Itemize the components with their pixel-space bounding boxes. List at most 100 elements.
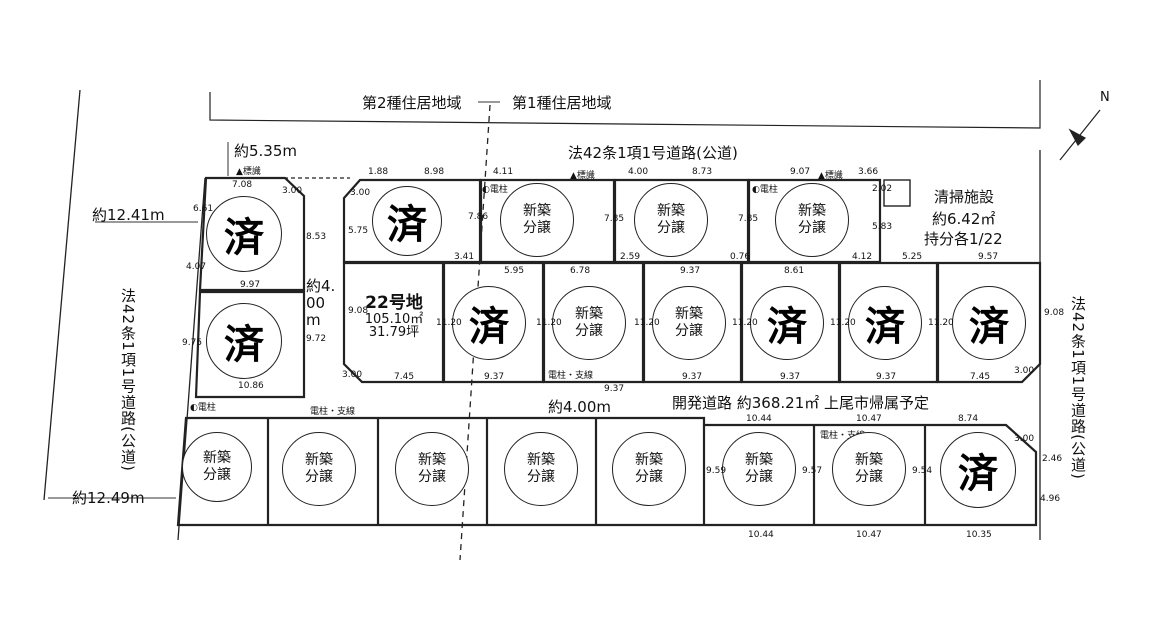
dim-label: 6.78 <box>570 266 591 276</box>
lot-status[interactable]: 済 <box>952 286 1026 360</box>
dim-label: 7.85 <box>738 214 759 224</box>
east-road-label: 法42条1項1号道路(公道) <box>1069 296 1087 480</box>
dim-label: 10.47 <box>856 414 882 424</box>
side-road-width: 約4.00m <box>306 277 336 329</box>
dim-label: 11.20 <box>436 318 462 328</box>
dim-label: 5.25 <box>902 252 923 262</box>
dim-label: 3.00 <box>342 370 363 380</box>
lot-status[interactable]: 新築 分譲 <box>395 432 469 506</box>
dim-label: 4.96 <box>1040 494 1061 504</box>
dim-label: 4.00 <box>628 167 649 177</box>
lot-status[interactable]: 済 <box>372 186 442 256</box>
lot-status[interactable]: 済 <box>940 432 1016 508</box>
pole-marker: ◐電柱 <box>190 403 216 413</box>
dim-label: 7.85 <box>604 214 625 224</box>
lot-status-text: 新築 分譲 <box>527 452 555 485</box>
dim-label: 5.95 <box>504 266 525 276</box>
dim-label: 9.54 <box>912 466 933 476</box>
dim-label: 9.37 <box>682 372 703 382</box>
dim-label: 9.57 <box>802 466 823 476</box>
pole-marker: ◐電柱 <box>482 185 508 195</box>
lot-status-text: 新築 分譲 <box>657 203 685 236</box>
dim-label: 11.20 <box>928 318 954 328</box>
dim-label: 0.76 <box>730 252 751 262</box>
dim-label: 2.02 <box>872 184 893 194</box>
lot-status-text: 済 <box>958 451 998 497</box>
dim-label: 9.08 <box>1044 308 1065 318</box>
lot-status[interactable]: 済 <box>206 196 282 272</box>
lot-status[interactable]: 新築 分譲 <box>504 432 578 506</box>
lot-status[interactable]: 新築 分譲 <box>500 183 574 257</box>
lot-status[interactable]: 済 <box>206 303 282 379</box>
lot-22-name: 22号地 <box>365 293 423 313</box>
dim-label: 3.00 <box>350 188 371 198</box>
lot-status[interactable]: 新築 分譲 <box>282 432 356 506</box>
lot-status[interactable]: 新築 分譲 <box>634 183 708 257</box>
pole-branch-marker: 電柱・支線 <box>310 407 356 417</box>
lot-status-text: 済 <box>224 322 264 368</box>
lot-status[interactable]: 新築 分譲 <box>552 286 626 360</box>
lot-status[interactable]: 新築 分譲 <box>652 286 726 360</box>
dim-label: 9.37 <box>484 372 505 382</box>
dim-label: 10.44 <box>748 530 774 540</box>
dim-label: 6.61 <box>193 204 214 214</box>
facility-share: 持分各1/22 <box>924 230 1003 248</box>
dim-label: 8.98 <box>424 167 445 177</box>
lot-status[interactable]: 新築 分譲 <box>832 432 906 506</box>
lot-status-text: 新築 分譲 <box>745 452 773 485</box>
lot-status[interactable]: 新築 分譲 <box>182 432 252 502</box>
dim-label: 2.46 <box>1042 454 1063 464</box>
dim-label: 11.20 <box>732 318 758 328</box>
dim-label: 11.20 <box>536 318 562 328</box>
zone2-label: 第2種住居地域 <box>362 94 462 112</box>
dim-label: 5.75 <box>348 226 369 236</box>
dim-label: 7.45 <box>970 372 991 382</box>
lot-status-text: 済 <box>865 304 905 350</box>
sign-marker: ▲標識 <box>818 171 843 181</box>
dim-label: 11.20 <box>634 318 660 328</box>
dim-label: 10.47 <box>856 530 882 540</box>
lot-22-tsubo: 31.79坪 <box>368 325 420 340</box>
left-top-measure: 約12.41m <box>92 206 165 224</box>
lot-status[interactable]: 新築 分譲 <box>722 432 796 506</box>
dim-label: 9.37 <box>680 266 701 276</box>
dim-label: 9.37 <box>780 372 801 382</box>
dim-label: 9.57 <box>978 252 999 262</box>
lot-status-text: 済 <box>469 304 509 350</box>
dim-label: 8.61 <box>784 266 805 276</box>
lot-status-text: 新築 分譲 <box>675 306 703 339</box>
lot-status[interactable]: 済 <box>848 286 922 360</box>
dim-label: 4.07 <box>186 262 207 272</box>
lot-status[interactable]: 新築 分譲 <box>612 432 686 506</box>
dim-label: 3.00 <box>282 186 303 196</box>
facility-area: 約6.42㎡ <box>932 210 996 228</box>
dim-label: 7.45 <box>394 372 415 382</box>
dev-road-width: 約4.00m <box>548 398 612 416</box>
dim-label: 5.83 <box>872 222 893 232</box>
dim-label: 9.59 <box>706 466 727 476</box>
dim-label: 1.88 <box>368 167 389 177</box>
lot-status-text: 新築 分譲 <box>855 452 883 485</box>
dim-label: 4.12 <box>852 252 873 262</box>
dim-label: 9.97 <box>240 280 261 290</box>
dim-label: 4.11 <box>493 167 514 177</box>
sign-marker: ▲標識 <box>570 171 595 181</box>
facility-name: 清掃施設 <box>934 188 995 206</box>
lot-status[interactable]: 済 <box>750 286 824 360</box>
west-road-label: 法42条1項1号道路(公道) <box>119 288 137 472</box>
dim-label: 2.59 <box>620 252 641 262</box>
dim-label: 9.37 <box>604 384 625 394</box>
lot-status[interactable]: 済 <box>452 286 526 360</box>
dim-label: 9.75 <box>182 338 203 348</box>
dim-label: 3.41 <box>454 252 475 262</box>
dim-label: 3.00 <box>1014 434 1035 444</box>
dim-label: 7.86 <box>468 212 489 222</box>
lot-status-text: 新築 分譲 <box>418 452 446 485</box>
dim-label: 10.44 <box>746 414 772 424</box>
dim-label: 9.07 <box>790 167 811 177</box>
north-road-label: 法42条1項1号道路(公道) <box>568 144 738 162</box>
lot-status-text: 済 <box>767 304 807 350</box>
lot-status[interactable]: 新築 分譲 <box>775 183 849 257</box>
dim-label: 8.53 <box>306 232 327 242</box>
